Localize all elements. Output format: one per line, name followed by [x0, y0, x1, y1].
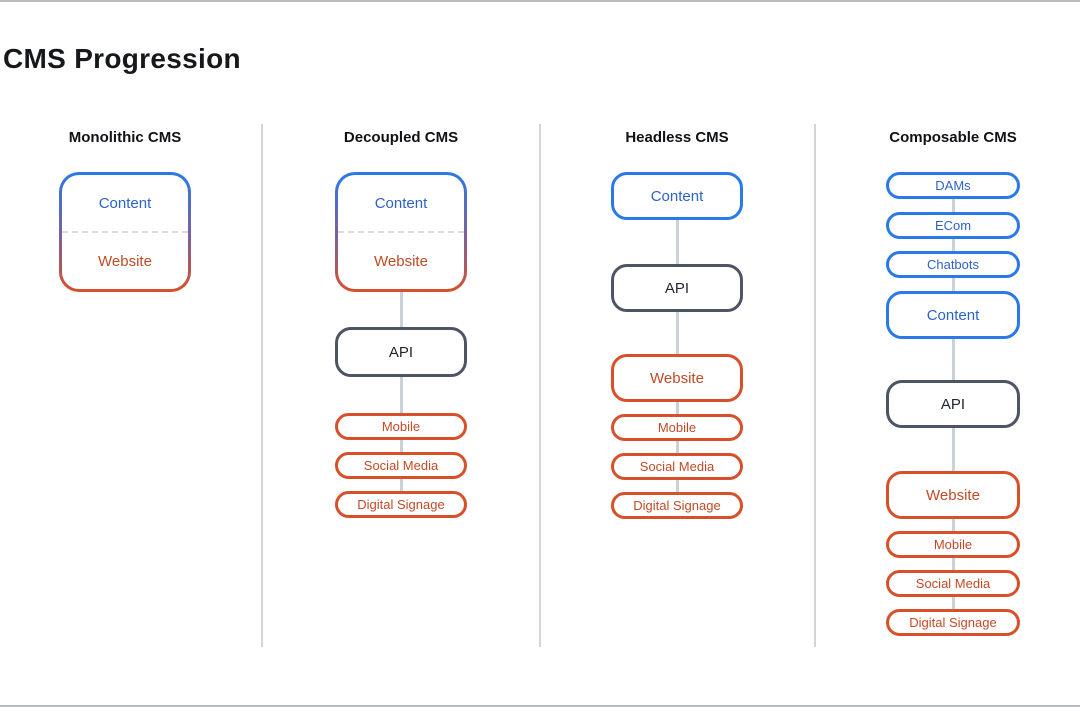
node-social-media: Social Media: [886, 570, 1020, 597]
node-content: Content: [62, 175, 188, 233]
node-website: Website: [98, 252, 152, 270]
node-ecom: ECom: [886, 212, 1020, 239]
node-social-media: Social Media: [335, 452, 467, 479]
connector-line: [399, 292, 403, 505]
node-content: Content: [338, 175, 464, 233]
page-title: CMS Progression: [3, 43, 241, 74]
column-divider-1: [261, 124, 263, 647]
node-api: API: [886, 380, 1020, 428]
node-website: Website: [886, 471, 1020, 519]
node-content-website-combined: Content Website: [59, 172, 191, 292]
node-chatbots: Chatbots: [886, 251, 1020, 278]
column-header-headless: Headless CMS: [625, 129, 729, 146]
node-content: Content: [611, 172, 743, 220]
node-api: API: [335, 327, 467, 377]
node-content-website-combined: Content Website: [335, 172, 467, 292]
node-mobile: Mobile: [335, 413, 467, 440]
combined-box-inner: Content Website: [62, 175, 188, 289]
node-digital-signage: Digital Signage: [335, 491, 467, 518]
column-divider-2: [539, 124, 541, 647]
node-website: Website: [374, 252, 428, 270]
node-social-media: Social Media: [611, 453, 743, 480]
combined-box-inner: Content Website: [338, 175, 464, 289]
node-digital-signage: Digital Signage: [886, 609, 1020, 636]
node-api: API: [611, 264, 743, 312]
node-content: Content: [886, 291, 1020, 339]
node-mobile: Mobile: [886, 531, 1020, 558]
node-digital-signage: Digital Signage: [611, 492, 743, 519]
column-header-composable: Composable CMS: [889, 129, 1017, 146]
column-header-decoupled: Decoupled CMS: [343, 129, 459, 146]
node-dams: DAMs: [886, 172, 1020, 199]
node-mobile: Mobile: [611, 414, 743, 441]
column-header-monolithic: Monolithic CMS: [68, 129, 182, 146]
node-website: Website: [611, 354, 743, 402]
column-divider-3: [814, 124, 816, 647]
